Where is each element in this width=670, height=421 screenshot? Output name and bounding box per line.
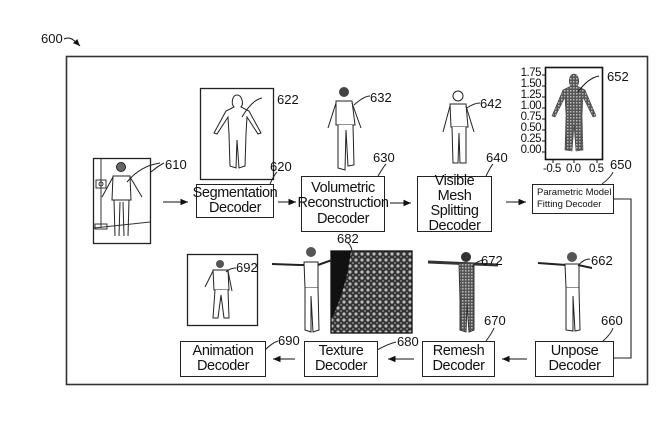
ref-remesh-output: 672 bbox=[481, 253, 503, 268]
figure-ref-arrow bbox=[63, 37, 81, 47]
ref-unpose-output: 662 bbox=[591, 253, 613, 268]
ref-visible-mesh-output: 642 bbox=[480, 96, 502, 111]
ref-animation-output: 692 bbox=[236, 260, 258, 275]
ref-input-image: 610 bbox=[165, 157, 187, 172]
ref-animation-decoder: 690 bbox=[278, 333, 300, 348]
connector-parametric-to-unpose bbox=[614, 198, 632, 359]
ref-segmentation-output: 622 bbox=[277, 92, 299, 107]
plot-y-tick-labels: 1.75 1.50 1.25 1.00 0.75 0.50 0.25 0.00 bbox=[512, 67, 542, 156]
ref-volumetric-decoder: 630 bbox=[373, 150, 395, 165]
box-line: Texture bbox=[318, 342, 364, 359]
box-line: Splitting bbox=[430, 203, 479, 219]
box-line: Unpose bbox=[550, 342, 599, 359]
animation-output-image bbox=[186, 253, 259, 327]
plot-y-tick-label: 1.50 bbox=[520, 78, 542, 90]
outer-frame bbox=[65, 55, 649, 386]
box-line: Segmentation bbox=[192, 184, 278, 201]
box-line: Animation bbox=[192, 342, 254, 359]
plot-y-tick-label: 0.25 bbox=[520, 133, 542, 145]
box-line: Visible Mesh bbox=[434, 172, 475, 204]
input-image bbox=[92, 157, 161, 245]
ref-visible-mesh-decoder: 640 bbox=[486, 150, 508, 165]
segmentation-mask-image bbox=[199, 87, 275, 181]
textured-figure bbox=[271, 247, 333, 333]
box-line: Decoder bbox=[548, 358, 601, 374]
ref-texture-output: 682 bbox=[337, 231, 359, 246]
plot-x-tick-label: -0.5 bbox=[543, 163, 561, 175]
box-line: Fitting Decoder bbox=[537, 199, 602, 210]
ref-parametric-output: 652 bbox=[607, 69, 629, 84]
box-line: Reconstruction bbox=[297, 195, 389, 212]
texture-map-image bbox=[330, 241, 413, 334]
parametric-plot bbox=[542, 66, 604, 163]
box-line: Decoder bbox=[196, 358, 249, 374]
box-line: Decoder bbox=[314, 358, 367, 374]
plot-y-tick-label: 1.75 bbox=[520, 67, 542, 79]
ref-remesh-decoder: 670 bbox=[484, 313, 506, 328]
ref-unpose-decoder: 660 bbox=[601, 313, 623, 328]
ref-volumetric-output: 632 bbox=[370, 90, 392, 105]
visible-mesh-figure bbox=[442, 90, 481, 164]
box-line: Decoder bbox=[432, 358, 485, 374]
plot-x-tick-label: 0.5 bbox=[589, 163, 604, 175]
box-line: Decoder bbox=[428, 218, 481, 235]
plot-y-tick-label: 1.25 bbox=[520, 89, 542, 101]
plot-x-tick-label: 0.0 bbox=[566, 163, 581, 175]
volumetric-figure bbox=[327, 87, 371, 171]
unpose-figure bbox=[537, 252, 593, 332]
ref-texture-decoder: 680 bbox=[397, 334, 419, 349]
plot-y-tick-label: 0.50 bbox=[520, 122, 542, 134]
plot-x-ticks bbox=[552, 160, 598, 163]
box-line: Decoder bbox=[316, 210, 369, 227]
box-line: Remesh bbox=[432, 342, 485, 359]
plot-y-tick-label: 0.00 bbox=[520, 144, 542, 156]
ref-parametric-decoder: 650 bbox=[610, 157, 632, 172]
ref-segmentation-decoder: 620 bbox=[270, 159, 292, 174]
box-line: Volumetric bbox=[311, 180, 375, 197]
remesh-figure bbox=[427, 252, 499, 333]
plot-y-tick-label: 1.00 bbox=[520, 100, 542, 112]
box-line: Parametric Model bbox=[537, 187, 612, 199]
box-line: Decoder bbox=[208, 200, 261, 216]
figure-label: 600 bbox=[41, 31, 63, 46]
plot-y-ticks bbox=[542, 74, 545, 153]
plot-y-tick-label: 0.75 bbox=[520, 111, 542, 123]
